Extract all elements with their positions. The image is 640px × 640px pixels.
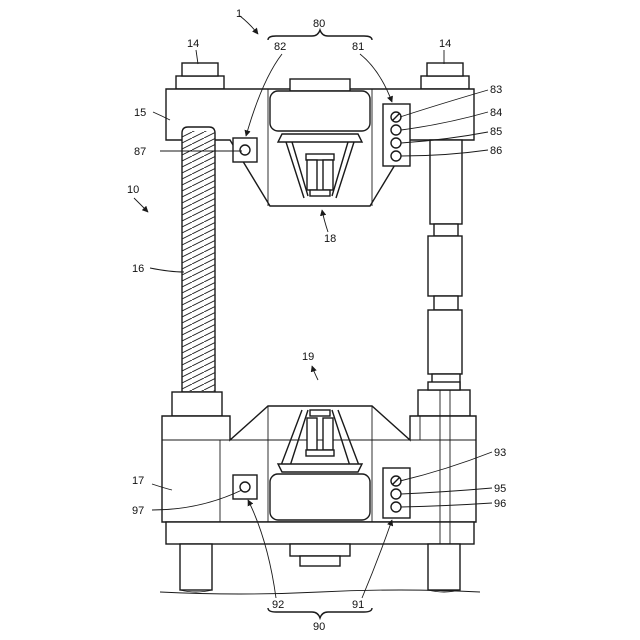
sensor-87 [233,138,257,162]
right-tie-bar [428,140,462,390]
label-1: 1 [236,8,242,20]
label-96: 96 [494,498,506,510]
label-84: 84 [490,107,502,119]
label-83: 83 [490,84,502,96]
bolt-right-14 [421,63,469,89]
upper-die-cap [290,79,350,91]
label-91: 91 [352,599,364,611]
label-85: 85 [490,126,502,138]
label-87: 87 [134,146,146,158]
label-16: 16 [132,263,144,275]
label-10: 10 [127,184,139,196]
lower-die [270,474,370,520]
screw-16 [182,127,215,392]
bolt-left-14 [176,63,224,89]
label-95: 95 [494,483,506,495]
indicator-panel-91 [383,468,410,518]
label-90: 90 [313,621,325,633]
label-14-left: 14 [187,38,199,50]
label-86: 86 [490,145,502,157]
label-82: 82 [274,41,286,53]
label-81: 81 [352,41,364,53]
label-14-right: 14 [439,38,451,50]
label-19: 19 [302,351,314,363]
upper-die [270,91,370,131]
indicator-panel-81 [383,104,410,166]
sensor-97 [233,475,257,499]
label-93: 93 [494,447,506,459]
label-17: 17 [132,475,144,487]
label-97: 97 [132,505,144,517]
brace-80 [268,30,372,40]
label-80: 80 [313,18,325,30]
label-92: 92 [272,599,284,611]
label-15: 15 [134,107,146,119]
label-18: 18 [324,233,336,245]
